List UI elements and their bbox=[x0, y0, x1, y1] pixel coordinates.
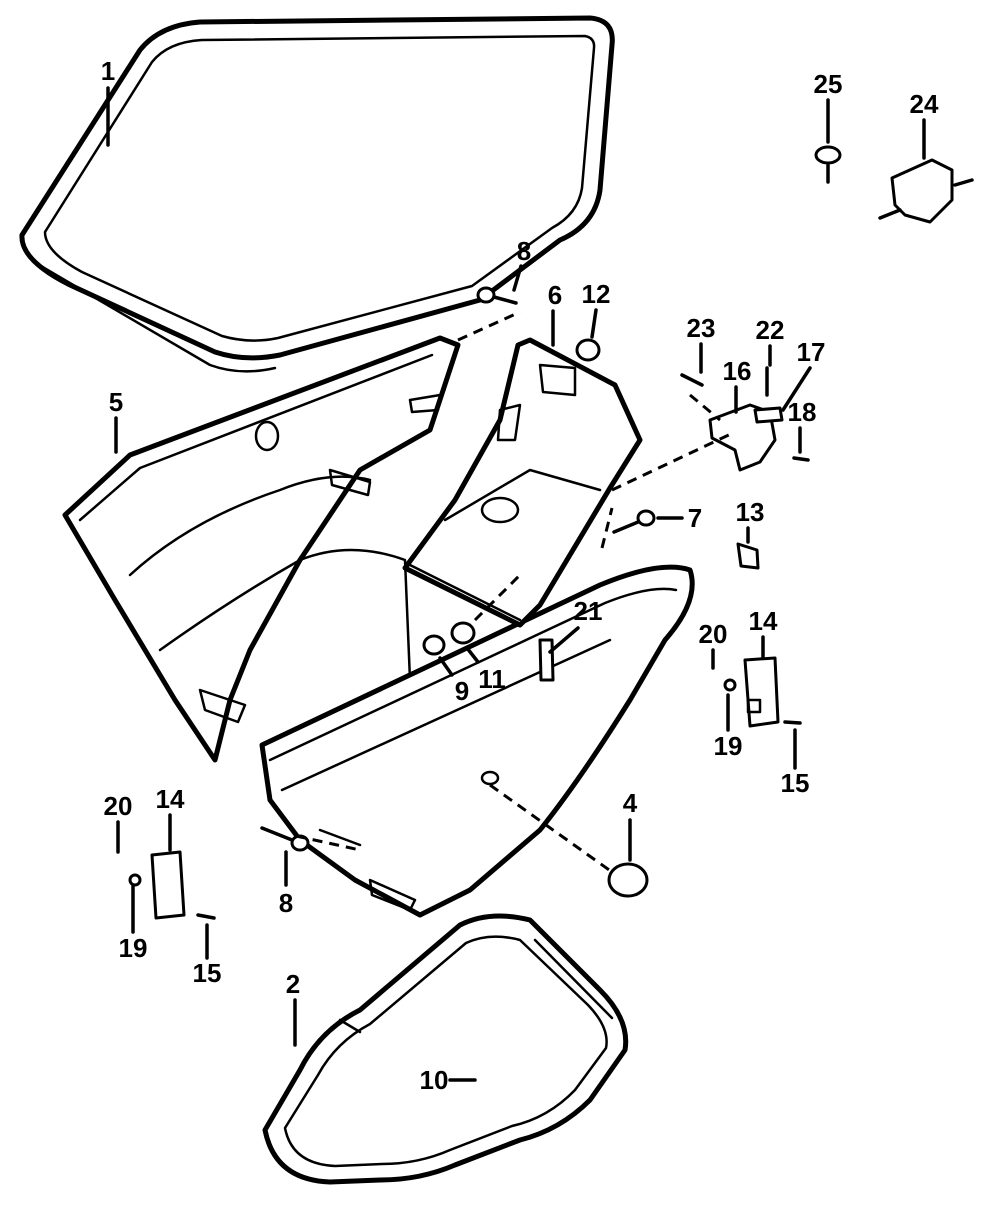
part-14a-latch bbox=[743, 656, 780, 728]
part-12-grommet bbox=[575, 338, 601, 362]
part-4-plug bbox=[607, 862, 649, 898]
part-9-washer bbox=[422, 634, 446, 656]
part-25-bolt bbox=[814, 145, 842, 184]
callout-21: 21 bbox=[574, 596, 603, 626]
part-23-screw bbox=[680, 373, 704, 387]
callout-8-top: 8 bbox=[517, 236, 531, 266]
callout-2: 2 bbox=[286, 969, 300, 999]
callout-15-right: 15 bbox=[781, 768, 810, 798]
callout-19-left: 19 bbox=[119, 933, 148, 963]
part-1-top-seal bbox=[19, 15, 615, 373]
callout-19-right: 19 bbox=[714, 731, 743, 761]
part-24-fitting bbox=[878, 158, 974, 224]
callout-20-right: 20 bbox=[699, 619, 728, 649]
callout-15-left: 15 bbox=[193, 958, 222, 988]
assembly-lines bbox=[295, 310, 736, 874]
callout-16: 16 bbox=[723, 356, 752, 386]
part-6-bracket-plate bbox=[402, 337, 643, 628]
callout-14-right: 14 bbox=[749, 606, 778, 636]
callout-1: 1 bbox=[101, 56, 115, 86]
part-15b-screw bbox=[196, 913, 216, 920]
callout-18: 18 bbox=[788, 397, 817, 427]
part-11-grommet bbox=[450, 621, 476, 645]
callout-labels: 1 2 4 5 6 7 8 8 9 10 11 12 13 14 14 15 1… bbox=[101, 56, 939, 1095]
callout-7: 7 bbox=[688, 503, 702, 533]
callout-8-bottom: 8 bbox=[279, 888, 293, 918]
part-13-plate bbox=[736, 542, 760, 570]
part-15a-screw bbox=[783, 720, 802, 725]
part-7-bolt bbox=[612, 509, 656, 534]
callout-24: 24 bbox=[910, 89, 939, 119]
callout-12: 12 bbox=[582, 279, 611, 309]
part-19a-washer bbox=[723, 678, 737, 692]
part-18-screw bbox=[792, 456, 810, 462]
part-14b-latch bbox=[150, 850, 186, 920]
callout-20-left: 20 bbox=[104, 791, 133, 821]
part-2-bottom-seal bbox=[262, 913, 629, 1185]
callout-13: 13 bbox=[736, 497, 765, 527]
part-19b-washer bbox=[128, 873, 142, 887]
callout-9: 9 bbox=[455, 676, 469, 706]
callout-6: 6 bbox=[548, 280, 562, 310]
lower-cowl-body bbox=[259, 564, 695, 918]
callout-11: 11 bbox=[478, 664, 506, 694]
part-5-cowl-liner bbox=[62, 335, 461, 763]
callout-4: 4 bbox=[623, 788, 638, 818]
part-8b-bolt bbox=[260, 826, 310, 852]
callout-14-left: 14 bbox=[156, 784, 185, 814]
callout-23: 23 bbox=[687, 313, 716, 343]
callout-10: 10 bbox=[420, 1065, 449, 1095]
callout-25: 25 bbox=[814, 69, 843, 99]
callout-22: 22 bbox=[756, 315, 785, 345]
callout-leaders bbox=[106, 86, 926, 1082]
callout-5: 5 bbox=[109, 387, 123, 417]
part-21-pad bbox=[538, 638, 555, 682]
part-8a-bolt bbox=[476, 286, 518, 305]
callout-17: 17 bbox=[797, 337, 826, 367]
part-17-plate bbox=[753, 406, 784, 424]
